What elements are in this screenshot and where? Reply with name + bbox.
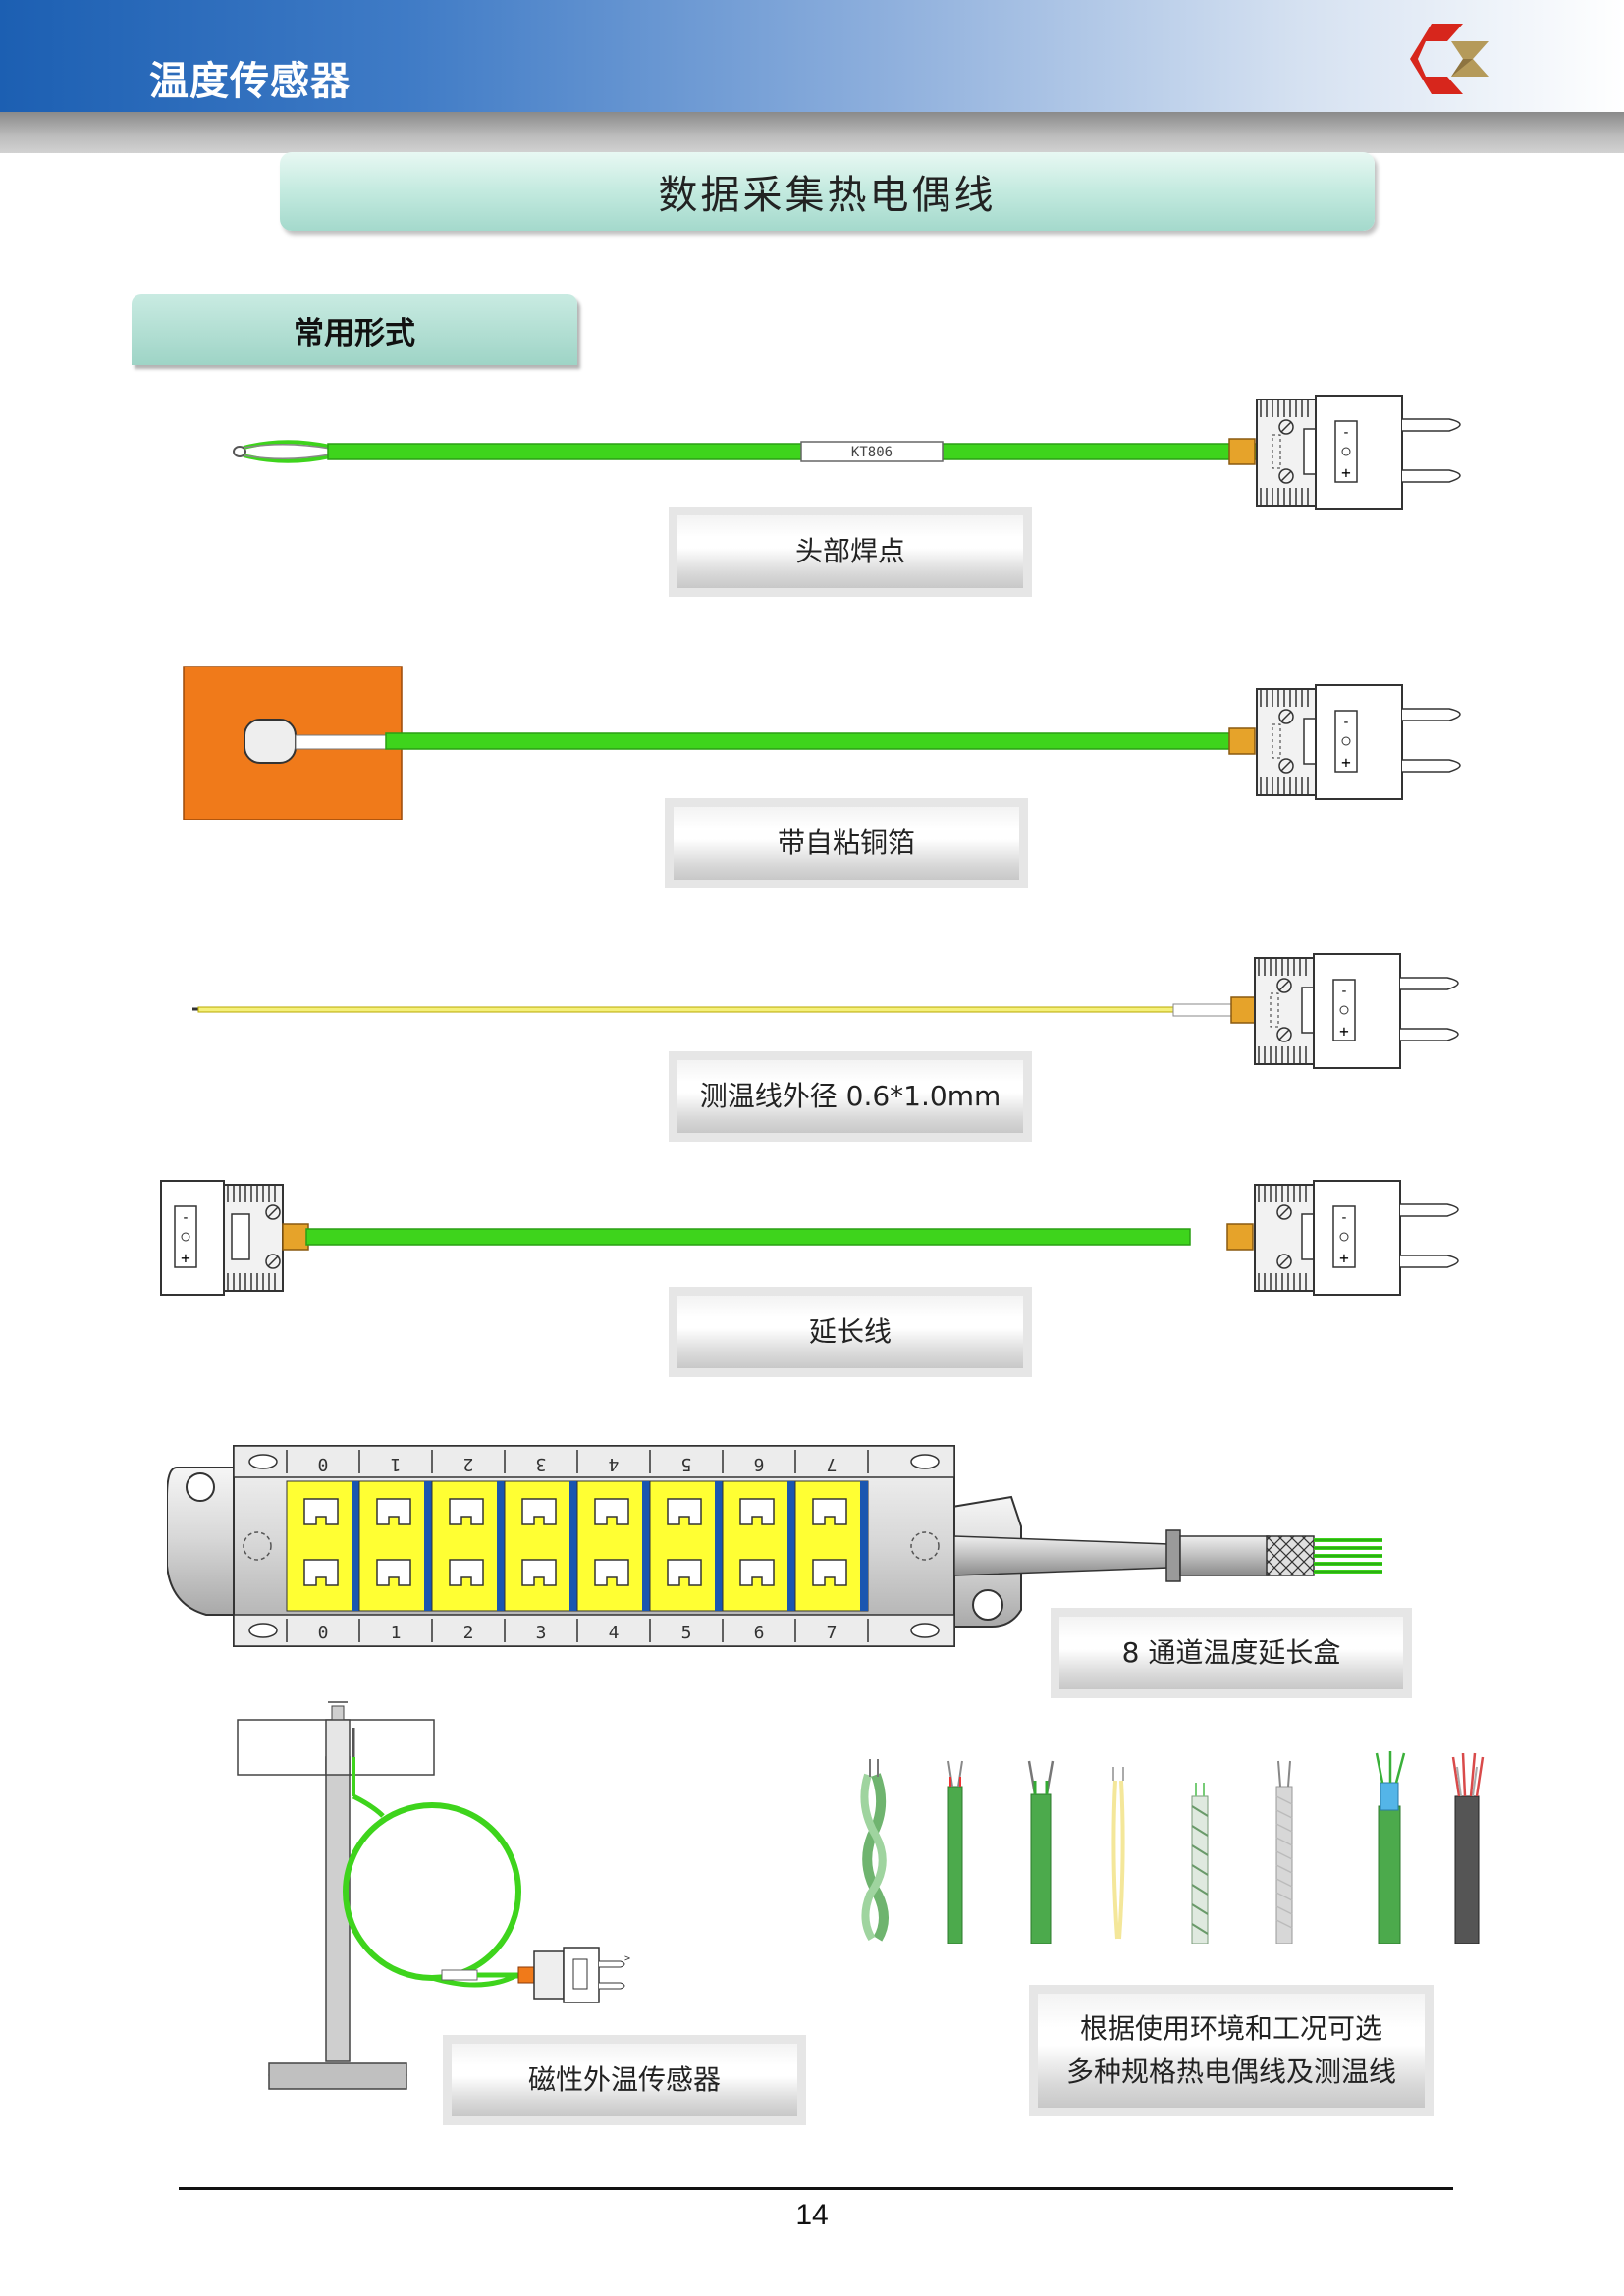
caption-extension: 延长线 [669, 1287, 1032, 1377]
thermocouple-weld-tip-drawing: KT806 - + [233, 395, 1461, 510]
section-title: 常用形式 [132, 294, 577, 365]
caption-copper-foil: 带自粘铜箔 [665, 798, 1028, 888]
thermocouple-copper-foil-drawing: - + [183, 666, 1461, 820]
channel-number-bottom: 2 [463, 1623, 474, 1643]
channel-number-top: 5 [681, 1454, 692, 1474]
channel-number-bottom: 5 [681, 1623, 692, 1643]
svg-text:>: > [624, 1953, 630, 1964]
channel-number-bottom: 0 [318, 1623, 329, 1643]
channel-number-bottom: 7 [827, 1623, 838, 1643]
page-title: 数据采集热电偶线 [280, 152, 1375, 231]
svg-text:+: + [1341, 753, 1351, 772]
extension-cable-drawing: - + - + [160, 1180, 1459, 1296]
caption-wire-options: 根据使用环境和工况可选 多种规格热电偶线及测温线 [1029, 1985, 1434, 2116]
svg-text:-: - [1342, 715, 1350, 730]
svg-text:-: - [182, 1210, 189, 1226]
header-divider [0, 112, 1624, 153]
channel-number-bottom: 4 [609, 1623, 620, 1643]
channel-number-top: 1 [391, 1454, 402, 1474]
channel-number-top: 4 [609, 1454, 620, 1474]
svg-text:+: + [181, 1249, 190, 1267]
channel-number-top: 0 [318, 1454, 329, 1474]
svg-text:+: + [1341, 463, 1351, 482]
company-logo [1410, 24, 1489, 94]
magnetic-sensor-drawing: > [237, 1701, 630, 2090]
caption-wire-options-line2: 多种规格热电偶线及测温线 [1065, 2056, 1396, 2088]
svg-text:-: - [1340, 1210, 1348, 1226]
channel-number-bottom: 1 [391, 1623, 402, 1643]
caption-magnetic-sensor: 磁性外温传感器 [443, 2035, 806, 2125]
caption-wire-diameter: 测温线外径 0.6*1.0mm [669, 1051, 1032, 1142]
channel-number-top: 7 [827, 1454, 838, 1474]
channel-box-drawing: 0 0 1 1 2 2 3 3 4 4 5 5 6 6 7 7 [167, 1445, 1382, 1647]
thermocouple-thin-wire-drawing: - + [192, 953, 1459, 1069]
svg-text:-: - [1342, 425, 1350, 441]
header-title: 温度传感器 [149, 59, 351, 104]
svg-text:-: - [1340, 984, 1348, 999]
page-number: 14 [795, 2199, 829, 2231]
caption-channel-box: 8 通道温度延长盒 [1051, 1608, 1412, 1698]
footer-divider [179, 2187, 1453, 2190]
cable-label: KT806 [851, 445, 893, 460]
caption-weld-tip: 头部焊点 [669, 507, 1032, 597]
svg-text:+: + [1339, 1022, 1349, 1041]
channel-number-top: 3 [536, 1454, 547, 1474]
wire-samples-drawing [860, 1751, 1485, 1944]
channel-number-bottom: 6 [754, 1623, 765, 1643]
svg-text:+: + [1339, 1249, 1349, 1267]
channel-number-top: 2 [463, 1454, 474, 1474]
caption-wire-options-line1: 根据使用环境和工况可选 [1079, 2012, 1382, 2045]
channel-number-bottom: 3 [536, 1623, 547, 1643]
header-bar: 温度传感器 [0, 0, 1624, 112]
channel-number-top: 6 [754, 1454, 765, 1474]
